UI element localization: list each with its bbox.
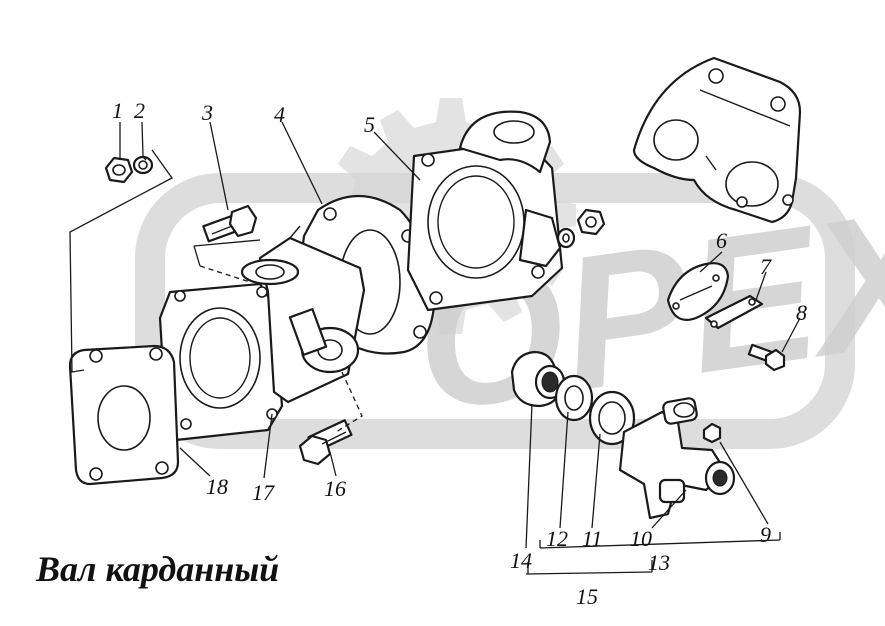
spring-washer-part-2 [132, 155, 154, 175]
gasket-part-18 [68, 344, 180, 486]
callout-4: 4 [274, 102, 285, 127]
cross-spider-part-10 [618, 397, 736, 520]
callout-16: 16 [324, 476, 346, 501]
seal-ring-part-12 [554, 374, 594, 422]
bolt-part-8 [747, 343, 786, 372]
gasket-part-4 [301, 194, 436, 355]
callout-6: 6 [716, 228, 727, 253]
washer-part-11 [588, 390, 636, 446]
callout-8: 8 [796, 300, 807, 325]
bolt-part-3 [202, 204, 258, 243]
bearing-cup-part-14 [510, 350, 566, 408]
flange-yoke-part-5 [406, 110, 564, 312]
callout-17: 17 [252, 480, 274, 505]
locking-plate-part-7 [704, 294, 764, 330]
callout-12: 12 [546, 526, 568, 551]
callout-10: 10 [630, 526, 652, 551]
callout-18: 18 [206, 474, 228, 499]
leader-lines [69, 121, 801, 575]
callout-14: 14 [510, 548, 532, 573]
cover-plate-part-6 [666, 262, 730, 321]
bolt-part-16 [298, 419, 353, 466]
nut-part-1 [104, 156, 134, 184]
assembly-dashed-lines [199, 265, 363, 433]
callout-15: 15 [576, 584, 598, 609]
yoke-housing-top-right [632, 56, 802, 224]
callout-2: 2 [134, 98, 145, 123]
flange-yoke-part-17 [158, 225, 366, 442]
callout-3: 3 [202, 100, 213, 125]
callout-7: 7 [760, 254, 771, 279]
callout-5: 5 [364, 112, 375, 137]
callout-9: 9 [760, 522, 771, 547]
callout-1: 1 [112, 98, 123, 123]
diagram-title: Вал карданный [36, 549, 280, 589]
callout-13: 13 [648, 550, 670, 575]
callout-11: 11 [582, 526, 603, 551]
nut-near-yoke [556, 208, 606, 249]
grease-nipple-part-9 [702, 422, 722, 444]
